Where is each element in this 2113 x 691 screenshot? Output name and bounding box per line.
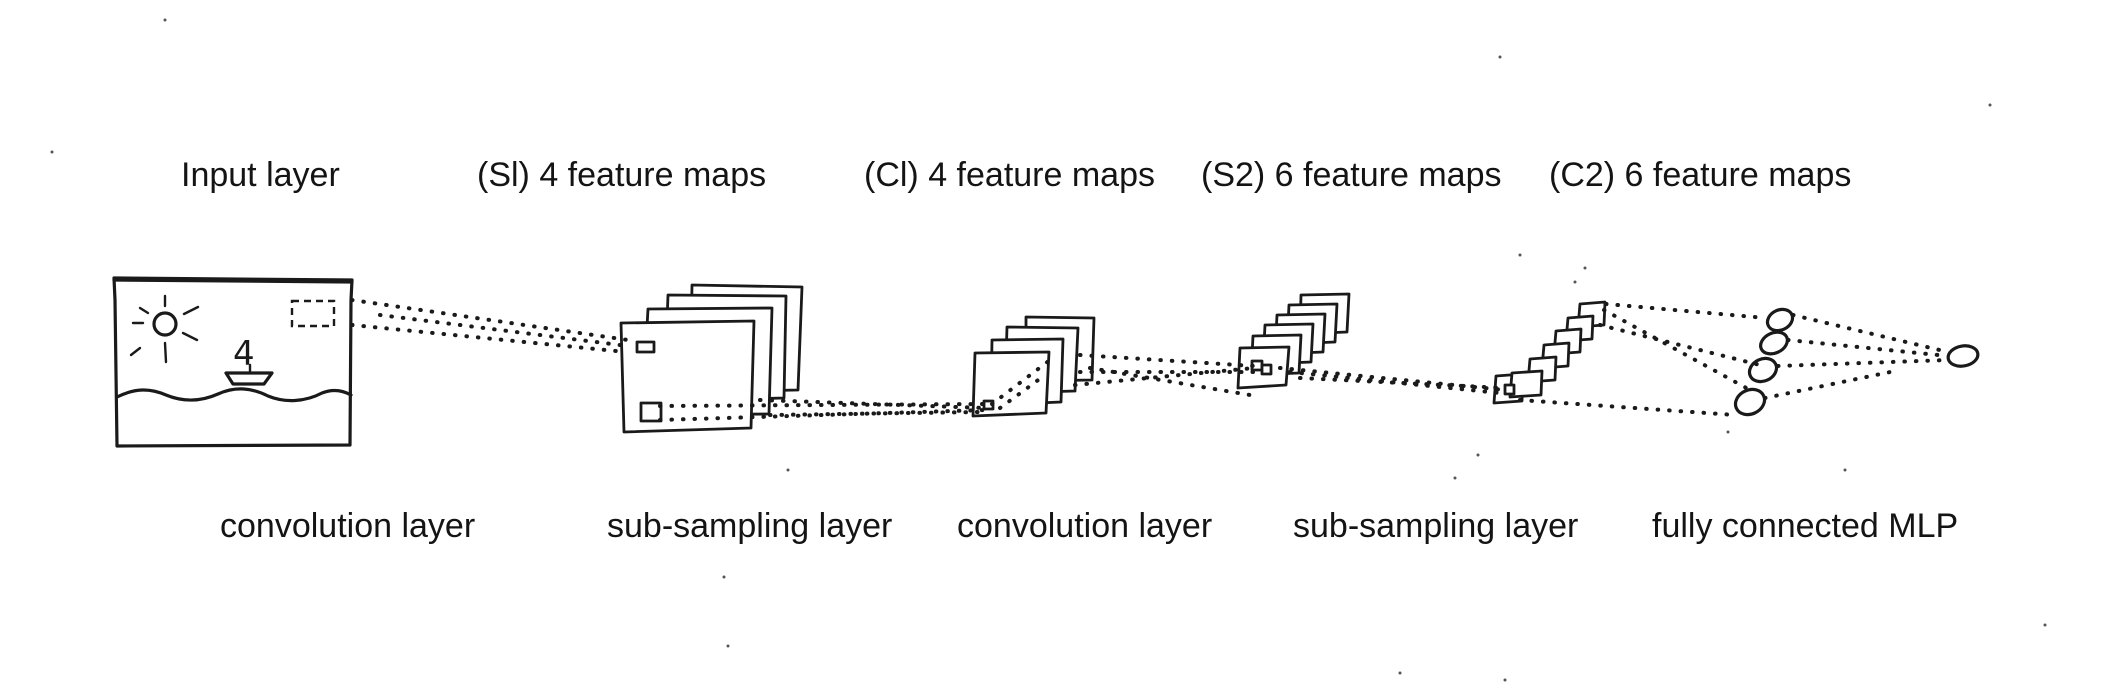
input-layer-label: Input layer: [181, 156, 340, 194]
sub-sampling-layer-1-label: sub-sampling layer: [607, 507, 893, 545]
mlp-output-node: [1946, 344, 1980, 368]
c2-feature-maps-label: (C2) 6 feature maps: [1549, 156, 1852, 194]
s2-feature-maps-label: (S2) 6 feature maps: [1201, 156, 1502, 194]
dotted-connections: [350, 298, 1950, 422]
s2-feature-maps: [1236, 292, 1351, 390]
mlp-nodes: [1733, 307, 1980, 417]
s1-feature-maps: [619, 283, 804, 434]
mlp-hidden-node-2: [1759, 330, 1789, 356]
sub-sampling-layer-2-label: sub-sampling layer: [1293, 507, 1579, 545]
mlp-hidden-node-4: [1733, 387, 1767, 417]
c2-feature-maps: [1492, 300, 1607, 405]
convolution-layer-2-label: convolution layer: [957, 507, 1213, 545]
c1-feature-maps-label: (Cl) 4 feature maps: [864, 156, 1155, 194]
paper-specks: [50, 18, 2047, 682]
convolution-layer-1-label: convolution layer: [220, 507, 476, 545]
mlp-hidden-node-1: [1765, 307, 1795, 333]
input-image: 4: [112, 276, 354, 448]
c1-feature-maps: [971, 315, 1096, 418]
receptive-field-box: [290, 299, 336, 328]
sun-icon: [129, 294, 200, 364]
fully-connected-mlp-label: fully connected MLP: [1652, 507, 1959, 545]
boat-sail-number: 4: [233, 334, 255, 374]
sailboat-icon: 4: [224, 334, 274, 386]
mlp-hidden-node-3: [1747, 356, 1779, 384]
s1-feature-maps-label: (Sl) 4 feature maps: [477, 156, 767, 194]
water-waves: [115, 387, 353, 403]
